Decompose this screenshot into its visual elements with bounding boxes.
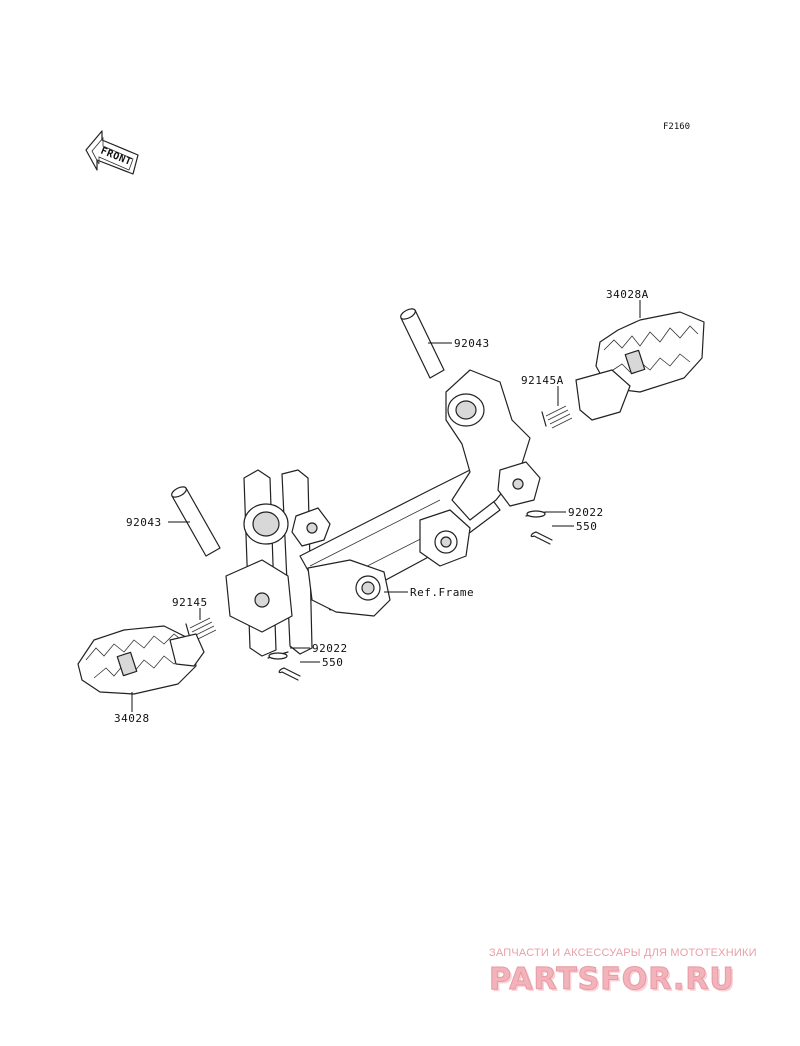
washer-left-part <box>267 651 289 660</box>
label-spring-left: 92145 <box>172 596 208 609</box>
pin-left-part <box>171 486 221 557</box>
spring-right-part <box>541 405 573 429</box>
label-pin-left: 92043 <box>126 516 162 529</box>
label-peg-left: 34028 <box>114 712 150 725</box>
frame-illustration <box>225 369 541 657</box>
label-pin-right: 92043 <box>454 337 490 350</box>
footpeg-left-part <box>77 625 205 695</box>
washer-right-part <box>525 510 547 518</box>
cotter-right-part <box>530 531 553 545</box>
watermark-tagline: ЗАПЧАСТИ И АКСЕССУАРЫ ДЛЯ МОТОТЕХНИКИ <box>489 947 757 959</box>
label-spring-right: 92145A <box>521 374 564 387</box>
label-cotter-left: 550 <box>322 656 343 669</box>
label-peg-right: 34028A <box>606 288 649 301</box>
label-washer-right: 92022 <box>568 506 604 519</box>
label-frame-ref: Ref.Frame <box>410 586 474 599</box>
watermark-logo: PARTSFOR.RU <box>489 962 735 998</box>
pin-right-part <box>400 308 445 379</box>
cotter-left-part <box>278 667 301 681</box>
front-arrow-icon: FRONT <box>85 130 139 175</box>
footpeg-right-part <box>575 311 705 421</box>
figure-code: F2160 <box>663 122 690 132</box>
label-cotter-right: 550 <box>576 520 597 533</box>
label-washer-left: 92022 <box>312 642 348 655</box>
